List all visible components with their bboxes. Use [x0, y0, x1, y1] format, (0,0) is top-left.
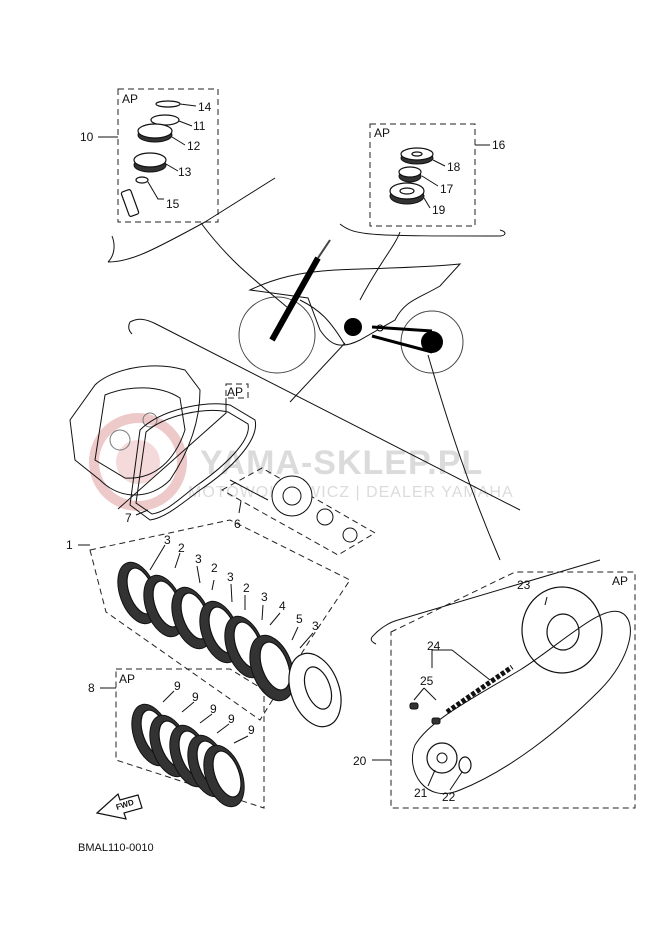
- friction-plate-kit: AP 8 9 9 9 9 9: [88, 668, 265, 809]
- ap-tag-steering: AP: [122, 92, 138, 106]
- callout-2c: 2: [243, 581, 250, 595]
- callout-9a: 9: [174, 679, 181, 693]
- callout-8: 8: [88, 681, 95, 695]
- callout-18: 18: [447, 160, 461, 174]
- callout-20: 20: [353, 754, 367, 768]
- callout-2b: 2: [211, 561, 218, 575]
- callout-10: 10: [80, 130, 94, 144]
- callout-13: 13: [178, 165, 192, 179]
- clutch-plates-group: 1 3 2 3 2 3 2 3 4 5 3: [66, 519, 351, 728]
- watermark: YAMA-SKLEP.PL MOTOWOLNOWICZ | DEALER YAM…: [89, 413, 514, 511]
- callout-3d: 3: [261, 590, 268, 604]
- callout-19: 19: [432, 203, 446, 217]
- fwd-arrow-icon: FWD: [95, 792, 143, 820]
- callout-17: 17: [440, 182, 454, 196]
- callout-12: 12: [187, 139, 201, 153]
- swingarm-bearing-group: AP 18 17 19 16: [339, 123, 506, 237]
- callout-11: 11: [193, 119, 206, 133]
- callout-5: 5: [296, 612, 303, 626]
- motorcycle-silhouette: [200, 222, 501, 561]
- callout-22: 22: [442, 790, 456, 804]
- callout-7: 7: [125, 511, 132, 525]
- crankcase-cover: [69, 365, 201, 496]
- steering-ap-box: [117, 88, 219, 223]
- watermark-logo-icon: [89, 413, 187, 511]
- callout-1: 1: [66, 538, 73, 552]
- callout-21: 21: [414, 786, 428, 800]
- drive-chain-group: AP 23 24 25 20 21 22: [353, 559, 636, 809]
- callout-9c: 9: [210, 702, 217, 716]
- callout-3b: 3: [195, 552, 202, 566]
- callout-23: 23: [517, 578, 531, 592]
- ap-tag-chain: AP: [612, 574, 628, 588]
- callout-9b: 9: [192, 690, 199, 704]
- callout-25: 25: [420, 674, 434, 688]
- swingarm-ap-box: [369, 123, 476, 227]
- callout-24: 24: [427, 639, 441, 653]
- ap-tag-gasket: AP: [227, 385, 243, 399]
- steering-bearing-group: AP 10 14 11 12 13 15: [80, 88, 276, 263]
- gasket: [129, 403, 256, 521]
- diagram-code: BMAL110-0010: [78, 842, 154, 854]
- ap-tag-swingarm: AP: [374, 126, 390, 140]
- callout-14: 14: [198, 100, 212, 114]
- callout-3c: 3: [227, 570, 234, 584]
- callout-3a: 3: [164, 533, 171, 547]
- callout-9e: 9: [248, 723, 255, 737]
- ap-tag-kit: AP: [119, 672, 135, 686]
- watermark-title: YAMA-SKLEP.PL: [200, 444, 483, 482]
- callout-2a: 2: [178, 541, 185, 555]
- watermark-subtitle: MOTOWOLNOWICZ | DEALER YAMAHA: [188, 484, 514, 501]
- callout-4: 4: [279, 599, 286, 613]
- callout-15: 15: [166, 197, 180, 211]
- callout-3e: 3: [312, 619, 319, 633]
- callout-16: 16: [492, 138, 506, 152]
- callout-9d: 9: [228, 712, 235, 726]
